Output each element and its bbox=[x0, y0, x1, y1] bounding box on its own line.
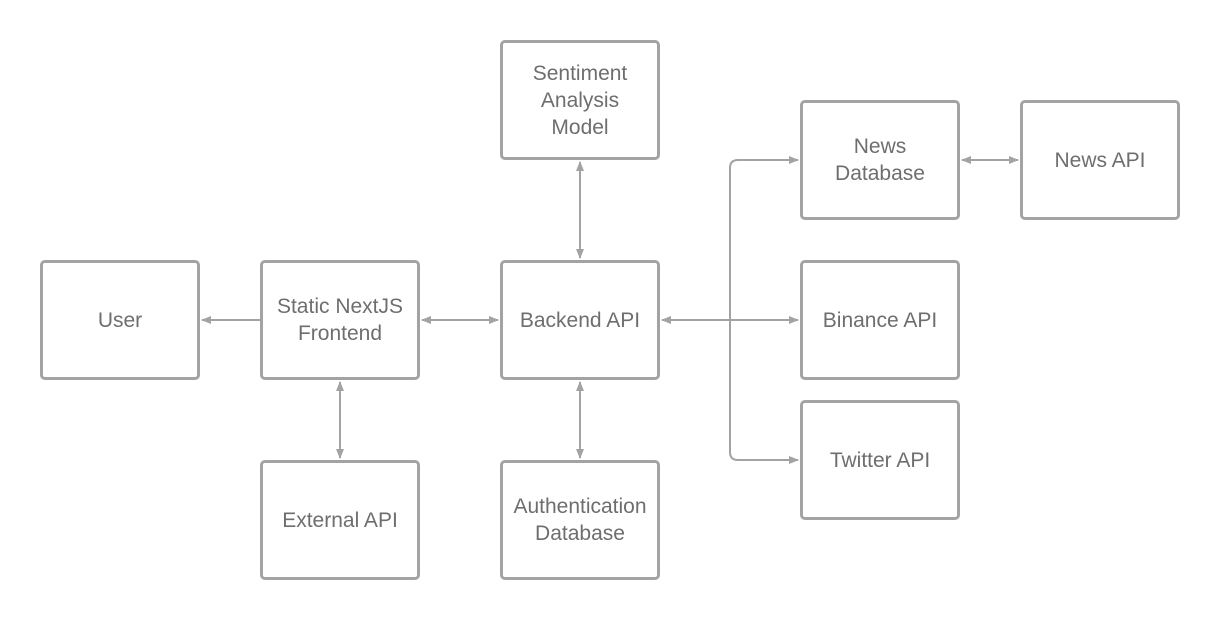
auth-db-node: Authentication Database bbox=[500, 460, 660, 580]
binance-api-label: Binance API bbox=[822, 308, 938, 332]
news-db-node: News Database bbox=[800, 100, 960, 220]
user-label: User bbox=[97, 308, 143, 332]
news-api-label: News API bbox=[1054, 148, 1146, 172]
frontend-node: Static NextJS Frontend bbox=[260, 260, 420, 380]
binance-api-node: Binance API bbox=[800, 260, 960, 380]
external-api-label: External API bbox=[282, 508, 398, 532]
external-api-node: External API bbox=[260, 460, 420, 580]
backend-api-label: Backend API bbox=[519, 308, 641, 332]
sentiment-model-label: Sentiment Analysis Model bbox=[532, 61, 628, 139]
twitter-api-node: Twitter API bbox=[800, 400, 960, 520]
news-api-node: News API bbox=[1020, 100, 1180, 220]
auth-db-label: Authentication Database bbox=[513, 495, 647, 545]
edge-backend-twitter-api bbox=[729, 320, 799, 464]
news-db-label: News Database bbox=[835, 135, 925, 185]
sentiment-model-node: Sentiment Analysis Model bbox=[500, 40, 660, 160]
edge-backend-news-db bbox=[729, 156, 799, 320]
backend-api-node: Backend API bbox=[500, 260, 660, 380]
twitter-api-label: Twitter API bbox=[829, 448, 931, 472]
user-node: User bbox=[40, 260, 200, 380]
frontend-label: Static NextJS Frontend bbox=[276, 295, 404, 345]
